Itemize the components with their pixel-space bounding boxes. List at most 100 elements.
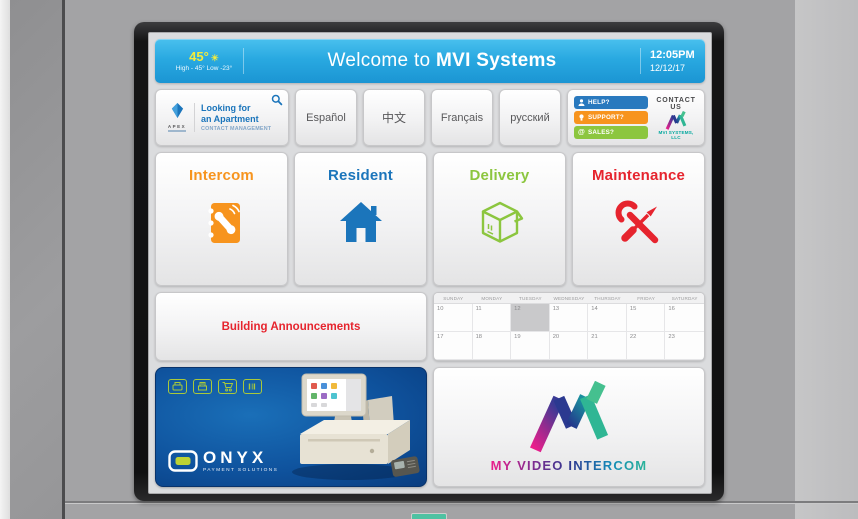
title-regular: Welcome to	[327, 50, 436, 71]
sales-label: SALES?	[588, 129, 615, 136]
main-tile-row: Intercom	[155, 152, 705, 286]
barcode-icon	[243, 379, 262, 394]
calendar-day[interactable]: 16	[665, 304, 704, 332]
sponsor-row: ONYX PAYMENT SOLUTIONS	[155, 367, 705, 487]
apex-logo-bar	[168, 130, 186, 132]
cash-register-icon	[193, 379, 212, 394]
intercom-tile[interactable]: Intercom	[155, 152, 288, 286]
contact-info: CONTACT US MVI SYSTEMS, LLC	[654, 95, 698, 140]
day-header: FRIDAY	[637, 295, 655, 301]
kiosk-right-panel	[795, 0, 858, 519]
calendar-day[interactable]: 10	[434, 304, 473, 332]
pos-terminal-illustration	[292, 373, 420, 480]
delivery-label: Delivery	[469, 167, 530, 184]
apartment-line2: an Apartment	[201, 113, 259, 124]
building-announcements-button[interactable]: Building Announcements	[155, 292, 427, 361]
help-button[interactable]: HELP?	[574, 96, 648, 109]
sales-button[interactable]: @ SALES?	[574, 126, 648, 139]
header-divider	[243, 48, 244, 74]
support-label: SUPPORT?	[588, 114, 624, 121]
resident-tile[interactable]: Resident	[294, 152, 427, 286]
calendar-day[interactable]: 18	[472, 332, 512, 360]
mvi-logo-large	[530, 381, 609, 453]
header-divider	[640, 48, 641, 74]
calendar-day[interactable]: 22	[626, 332, 666, 360]
delivery-tile[interactable]: Delivery	[433, 152, 566, 286]
kiosk-left-groove	[62, 0, 65, 519]
language-button-french[interactable]: Français	[431, 89, 493, 146]
apartment-line1: Looking for	[201, 102, 251, 113]
at-icon: @	[578, 129, 586, 136]
printer-icon	[168, 379, 187, 394]
maintenance-label: Maintenance	[591, 167, 686, 184]
day-header: MONDAY	[481, 295, 503, 301]
contact-pill-column: HELP? SUPPORT? @ SALES?	[574, 95, 648, 140]
contact-us-tile: HELP? SUPPORT? @ SALES?	[567, 89, 705, 146]
kiosk-left-edge	[0, 0, 10, 519]
kiosk-bottom-groove-highlight	[65, 503, 858, 504]
calendar-day[interactable]: 23	[665, 332, 704, 360]
calendar-day[interactable]: 13	[549, 304, 589, 332]
temperature: 45°	[189, 48, 209, 64]
support-button[interactable]: SUPPORT?	[574, 111, 648, 124]
onyx-payment-banner[interactable]: ONYX PAYMENT SOLUTIONS	[155, 367, 427, 487]
apex-diamond-icon	[171, 103, 183, 119]
calendar-day[interactable]: 21	[588, 332, 627, 360]
house-icon	[339, 202, 382, 242]
wrench-screwdriver-icon	[615, 200, 658, 244]
help-label: HELP?	[588, 99, 610, 106]
building-announcements-label: Building Announcements	[221, 320, 361, 333]
calendar-day[interactable]: 19	[511, 332, 550, 360]
calendar-day-headers: SUNDAY MONDAY TUESDAY WEDNESDAY THURSDAY…	[434, 293, 704, 304]
welcome-header: 45°☀ High - 45° Low -23° Welcome to MVI …	[155, 39, 705, 83]
day-header: TUESDAY	[519, 295, 542, 301]
onyx-logo: ONYX PAYMENT SOLUTIONS	[168, 449, 278, 473]
language-button-spanish[interactable]: Español	[295, 89, 357, 146]
calendar-day[interactable]: 14	[588, 304, 627, 332]
maintenance-tile[interactable]: Maintenance	[572, 152, 705, 286]
high-low-temps: High - 45° Low -23°	[175, 65, 233, 73]
magnifier-icon	[271, 94, 283, 106]
clock-widget: 12:05PM 12/12/17	[641, 49, 705, 72]
day-header: WEDNESDAY	[553, 295, 585, 301]
language-button-chinese[interactable]: 中文	[363, 89, 425, 146]
my-video-intercom-banner[interactable]: MY VIDEO INTERCOM	[433, 367, 705, 487]
company-name: MVI SYSTEMS, LLC	[658, 130, 694, 140]
day-header: SUNDAY	[443, 295, 464, 301]
calendar-day[interactable]: 15	[626, 304, 666, 332]
calendar-week-1: 10 11 12 13 14 15 16	[434, 304, 704, 332]
person-icon	[578, 99, 585, 106]
screen-bezel: 45°☀ High - 45° Low -23° Welcome to MVI …	[134, 22, 724, 501]
shopping-cart-icon	[218, 379, 237, 394]
calendar-day[interactable]: 17	[434, 332, 473, 360]
kiosk-bottom-groove	[65, 501, 858, 503]
calendar-day[interactable]: 20	[549, 332, 589, 360]
quick-access-row: APEX Looking for an Apartment CONTACT MA…	[155, 89, 705, 146]
apex-brand-text: APEX	[167, 124, 187, 130]
apartment-subtitle: CONTACT MANAGEMENT	[201, 126, 272, 133]
language-button-russian[interactable]: русский	[499, 89, 561, 146]
touchscreen: 45°☀ High - 45° Low -23° Welcome to MVI …	[148, 32, 712, 494]
apartment-text: Looking for an Apartment CONTACT MANAGEM…	[195, 103, 271, 133]
calendar-day-selected[interactable]: 12	[511, 304, 550, 332]
onyx-logo-mark	[168, 450, 198, 472]
kiosk-hardware-button	[411, 513, 447, 519]
sun-icon: ☀	[210, 52, 219, 63]
announcements-row: Building Announcements SUNDAY MONDAY TUE…	[155, 292, 705, 361]
apartment-search-button[interactable]: APEX Looking for an Apartment CONTACT MA…	[155, 89, 289, 146]
current-time: 12:05PM	[650, 49, 695, 62]
page-title: Welcome to MVI Systems	[244, 50, 640, 72]
contact-book-phone-icon	[207, 203, 240, 243]
contact-us-label: CONTACT US	[656, 97, 696, 111]
mvi-logo-small	[665, 111, 687, 130]
onyx-name: ONYX	[203, 448, 268, 467]
package-box-icon	[481, 201, 523, 243]
calendar-week-2: 17 18 19 20 21 22 23	[434, 332, 704, 360]
onyx-feature-icons	[168, 379, 262, 394]
day-header: SATURDAY	[671, 295, 698, 301]
calendar-day[interactable]: 11	[472, 304, 512, 332]
onyx-tagline: PAYMENT SOLUTIONS	[203, 468, 279, 473]
current-date: 12/12/17	[650, 62, 686, 73]
weather-widget: 45°☀ High - 45° Low -23°	[155, 48, 243, 73]
